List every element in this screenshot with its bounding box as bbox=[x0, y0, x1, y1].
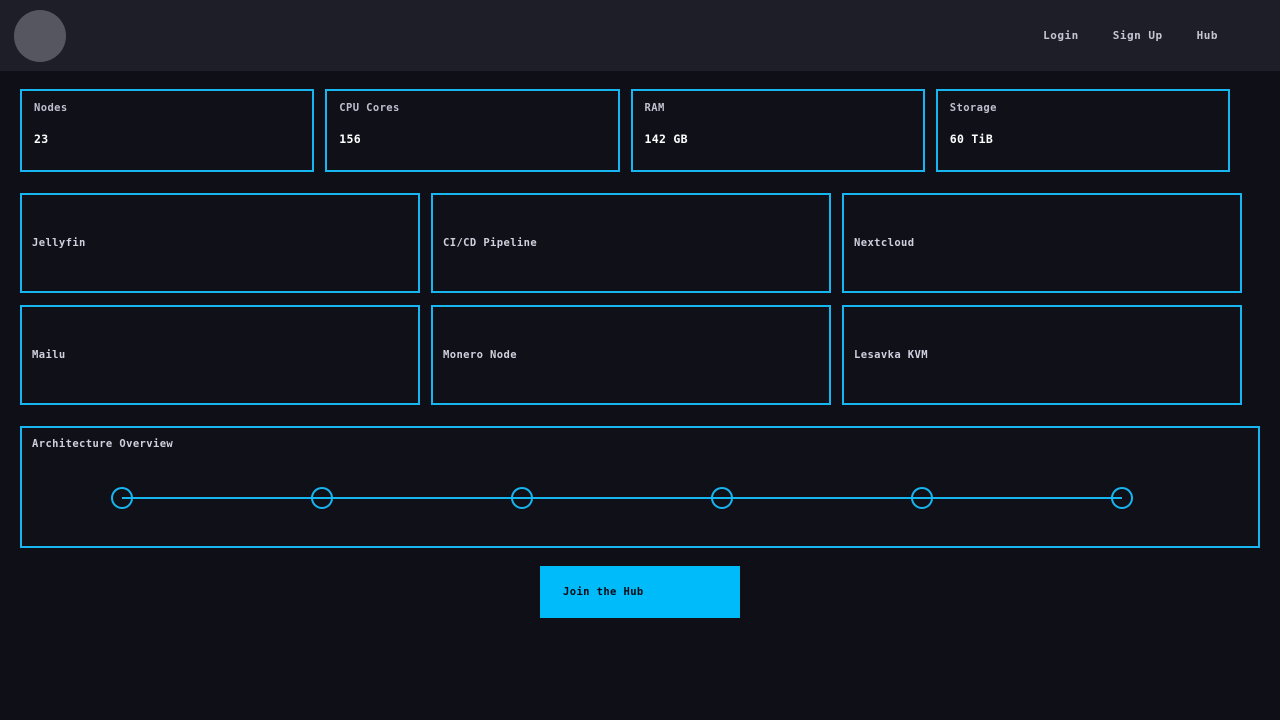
user-avatar-icon[interactable] bbox=[14, 9, 66, 62]
architecture-node-2[interactable] bbox=[311, 487, 333, 509]
stat-card-ram[interactable]: RAM 142 GB bbox=[630, 89, 925, 172]
architecture-node-6[interactable] bbox=[1111, 487, 1133, 509]
stat-value: 156 bbox=[339, 132, 361, 146]
nav-link-hub[interactable]: Hub bbox=[1196, 29, 1218, 42]
stat-card-cpu-cores[interactable]: CPU Cores 156 bbox=[325, 89, 620, 172]
stat-label: RAM bbox=[644, 102, 665, 114]
service-card-cicd-pipeline[interactable]: CI/CD Pipeline bbox=[431, 193, 831, 293]
service-name: CI/CD Pipeline bbox=[443, 237, 538, 249]
architecture-node-4[interactable] bbox=[711, 487, 733, 509]
stat-card-storage[interactable]: Storage 60 TiB bbox=[935, 89, 1230, 172]
service-name: Monero Node bbox=[443, 349, 517, 361]
service-name: Mailu bbox=[32, 349, 66, 361]
stat-label: Storage bbox=[949, 102, 997, 114]
stat-value: 60 TiB bbox=[949, 132, 994, 146]
join-the-hub-button[interactable]: Join the Hub bbox=[540, 566, 740, 618]
architecture-overview-panel: Architecture Overview bbox=[20, 426, 1260, 548]
service-card-mailu[interactable]: Mailu bbox=[20, 305, 420, 405]
architecture-diagram bbox=[111, 487, 1133, 509]
architecture-node-5[interactable] bbox=[911, 487, 933, 509]
service-name: Nextcloud bbox=[854, 237, 915, 249]
service-card-lesavka-kvm[interactable]: Lesavka KVM bbox=[842, 305, 1242, 405]
cta-wrap: Join the Hub bbox=[0, 548, 1280, 618]
service-name: Jellyfin bbox=[32, 237, 86, 249]
stat-card-nodes[interactable]: Nodes 23 bbox=[20, 89, 315, 172]
site-header: Login Sign Up Hub bbox=[0, 0, 1280, 71]
service-card-monero-node[interactable]: Monero Node bbox=[431, 305, 831, 405]
architecture-title: Architecture Overview bbox=[32, 438, 174, 450]
services-grid: Jellyfin CI/CD Pipeline Nextcloud Mailu … bbox=[0, 172, 1280, 405]
nav-link-login[interactable]: Login bbox=[1043, 29, 1079, 42]
stat-label: CPU Cores bbox=[339, 102, 400, 114]
stats-row: Nodes 23 CPU Cores 156 RAM 142 GB Storag… bbox=[0, 71, 1280, 172]
nav-link-signup[interactable]: Sign Up bbox=[1112, 29, 1163, 42]
architecture-node-1[interactable] bbox=[111, 487, 133, 509]
service-card-nextcloud[interactable]: Nextcloud bbox=[842, 193, 1242, 293]
stat-label: Nodes bbox=[34, 102, 68, 114]
service-name: Lesavka KVM bbox=[854, 349, 928, 361]
stat-value: 23 bbox=[34, 132, 49, 146]
service-card-jellyfin[interactable]: Jellyfin bbox=[20, 193, 420, 293]
architecture-node-3[interactable] bbox=[511, 487, 533, 509]
main-nav: Login Sign Up Hub bbox=[1043, 29, 1218, 42]
stat-value: 142 GB bbox=[644, 132, 688, 146]
